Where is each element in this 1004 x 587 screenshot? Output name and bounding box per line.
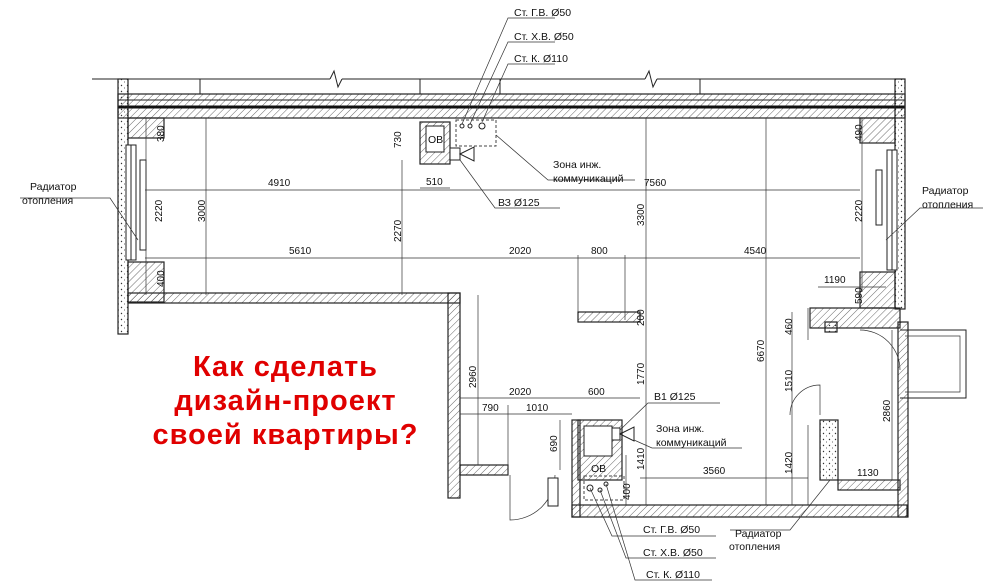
label-sewer-top: Ст. К. Ø110	[514, 53, 568, 65]
label-hot-water-bottom: Ст. Г.В. Ø50	[643, 524, 700, 536]
label-zone-bottom-2: коммуникаций	[656, 437, 727, 449]
dim-7560: 7560	[644, 178, 667, 189]
doors	[509, 329, 967, 521]
dim-790: 790	[482, 403, 499, 414]
headline-line-3: своей квартиры?	[152, 419, 419, 451]
label-zone-top-1: Зона инж.	[553, 159, 601, 171]
label-cold-water-top: Ст. Х.В. Ø50	[514, 31, 574, 43]
headline-line-2: дизайн-проект	[174, 385, 397, 417]
leader-lines	[20, 17, 983, 581]
dim-2220-right: 2220	[854, 199, 865, 222]
dim-460: 460	[784, 318, 795, 335]
label-radiator-right-2: отопления	[922, 199, 973, 211]
dimension-texts: 4910 7560 5610 2020 800 4540 510 1190 20…	[154, 124, 893, 500]
dim-800: 800	[591, 246, 608, 257]
label-vent-top: ВЗ Ø125	[498, 197, 540, 209]
dim-2860: 2860	[882, 399, 893, 422]
dim-510: 510	[426, 177, 443, 188]
bottom-utility-shaft: ОВ	[577, 419, 635, 501]
headline-line-1: Как сделать	[193, 351, 378, 383]
label-sewer-bottom: Ст. К. Ø110	[646, 569, 700, 581]
dim-730: 730	[393, 131, 404, 148]
dim-1130: 1130	[857, 468, 879, 479]
label-radiator-left-2: отопления	[22, 195, 73, 207]
shaft-bottom-label: ОВ	[591, 463, 606, 475]
dim-1420: 1420	[784, 451, 795, 474]
label-radiator-left-1: Радиатор	[30, 181, 77, 193]
dim-600: 600	[588, 387, 605, 398]
dim-1410: 1410	[636, 447, 647, 470]
dim-3000: 3000	[197, 199, 208, 222]
label-zone-bottom-1: Зона инж.	[656, 423, 704, 435]
right-exterior-wall	[859, 78, 906, 310]
dim-2220-left: 2220	[154, 199, 165, 222]
interior-walls	[127, 292, 909, 518]
dimension-lines	[145, 118, 900, 505]
dim-1510: 1510	[784, 369, 795, 392]
label-radiator-bottom-2: отопления	[729, 541, 780, 553]
dim-1770: 1770	[636, 362, 647, 385]
dim-2270: 2270	[393, 219, 404, 242]
top-exterior-wall	[92, 69, 906, 119]
label-radiator-bottom-1: Радиатор	[735, 528, 782, 540]
dim-200: 200	[636, 309, 647, 326]
dim-2020-bottom: 2020	[509, 387, 532, 398]
dim-3300: 3300	[636, 203, 647, 226]
dim-2960: 2960	[468, 365, 479, 388]
dim-1010: 1010	[526, 403, 549, 414]
dim-3560: 3560	[703, 466, 726, 477]
label-radiator-right-1: Радиатор	[922, 185, 969, 197]
dim-4910: 4910	[268, 178, 291, 189]
label-vent-bottom: В1 Ø125	[654, 391, 696, 403]
annotations: Ст. Г.В. Ø50 Ст. Х.В. Ø50 Ст. К. Ø110 Зо…	[22, 7, 973, 581]
shaft-top-label: ОВ	[428, 134, 443, 146]
label-cold-water-bottom: Ст. Х.В. Ø50	[643, 547, 703, 559]
dim-690: 690	[549, 435, 560, 452]
label-zone-top-2: коммуникаций	[553, 173, 624, 185]
headline: Как сделать дизайн-проект своей квартиры…	[128, 350, 443, 452]
label-hot-water-top: Ст. Г.В. Ø50	[514, 7, 571, 19]
dim-380: 380	[156, 125, 167, 142]
dim-4540: 4540	[744, 246, 767, 257]
dim-590: 590	[854, 287, 865, 304]
top-utility-shaft: ОВ	[419, 119, 497, 165]
dim-6670: 6670	[756, 339, 767, 362]
dim-5610: 5610	[289, 246, 312, 257]
dim-400-bottom: 400	[622, 483, 633, 500]
dim-490: 490	[854, 124, 865, 141]
dim-2020-top: 2020	[509, 246, 532, 257]
dim-400-left: 400	[156, 270, 167, 287]
dim-1190: 1190	[824, 275, 846, 286]
